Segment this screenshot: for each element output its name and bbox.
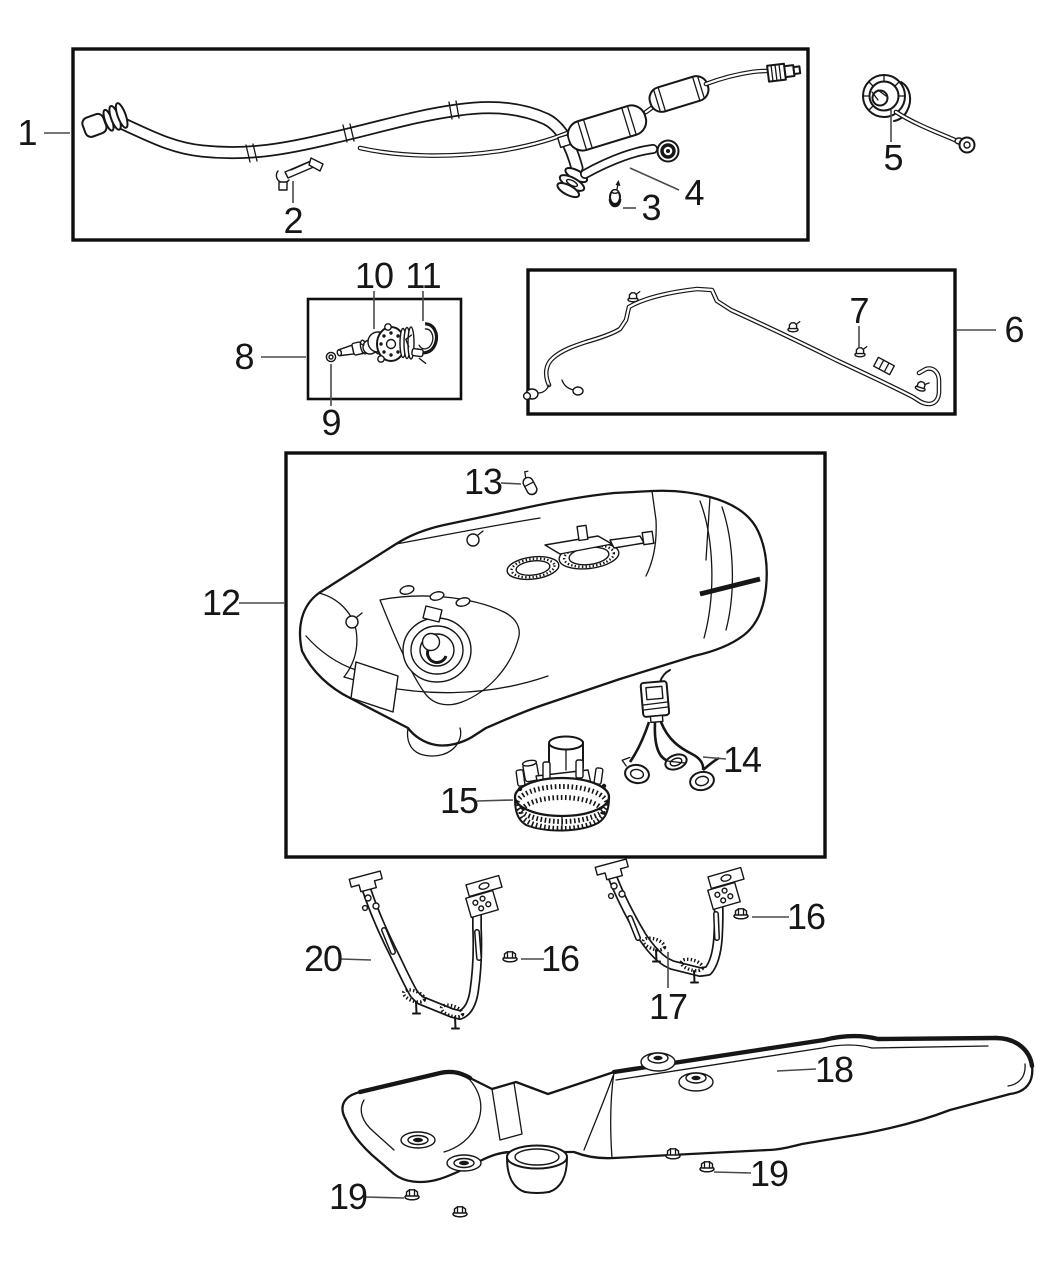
callout-19-left: 19 [328, 1176, 368, 1217]
callout-16-rear: 16 [786, 896, 826, 937]
group-box-pump-assembly [306, 297, 463, 401]
callout-3: 3 [641, 187, 661, 228]
group-box-vent-tube [526, 268, 957, 416]
part-clamp-ring [405, 322, 439, 364]
callout-10: 10 [354, 255, 394, 296]
callout-8: 8 [234, 336, 254, 377]
quick-connect-fitting [766, 62, 802, 83]
part-tube-bracket [275, 157, 324, 191]
part-skid-plate [341, 1033, 1035, 1194]
part-vent-hose [580, 139, 680, 179]
part-push-pin [608, 180, 622, 208]
callout-14: 14 [722, 739, 762, 780]
callout-6: 6 [1004, 309, 1024, 350]
skid-nut [699, 1161, 715, 1173]
callout-5: 5 [883, 137, 903, 178]
callout-2: 2 [283, 200, 303, 241]
callout-13: 13 [463, 461, 503, 502]
part-pump-module [513, 735, 611, 832]
part-fuel-cap-tether [862, 74, 976, 154]
callout-15: 15 [439, 780, 479, 821]
part-wiring-harness [621, 669, 720, 792]
callout-17: 17 [648, 986, 688, 1027]
callout-19-right: 19 [749, 1153, 789, 1194]
callout-16-front: 16 [540, 938, 580, 979]
skid-nut [452, 1206, 468, 1218]
part-filler-tube-assembly [81, 62, 802, 208]
callout-18: 18 [814, 1049, 854, 1090]
group-box-fuel-tank [284, 451, 827, 859]
part-strap-rear [594, 858, 745, 984]
part-fuel-tank [298, 489, 768, 757]
callout-20: 20 [303, 938, 343, 979]
part-vent-tube-assembly [522, 286, 942, 407]
filler-opening [402, 617, 472, 683]
group-box-filler-tubes [71, 47, 810, 242]
skid-nut [404, 1189, 420, 1201]
part-strap-front [348, 870, 503, 1030]
callout-12: 12 [201, 582, 241, 623]
callout-7: 7 [849, 290, 869, 331]
skid-nut [665, 1148, 681, 1160]
strap-nut-rear [733, 908, 749, 920]
callout-9: 9 [321, 402, 341, 443]
strap-nut-front [502, 951, 518, 963]
part-overflow-cap [522, 470, 538, 496]
callout-11: 11 [405, 255, 441, 296]
callout-1: 1 [17, 112, 37, 153]
skid-plate-cup [506, 1144, 568, 1194]
part-pump-and-clamp [325, 322, 439, 364]
callout-4: 4 [684, 172, 704, 213]
leader-lines [44, 110, 996, 1199]
